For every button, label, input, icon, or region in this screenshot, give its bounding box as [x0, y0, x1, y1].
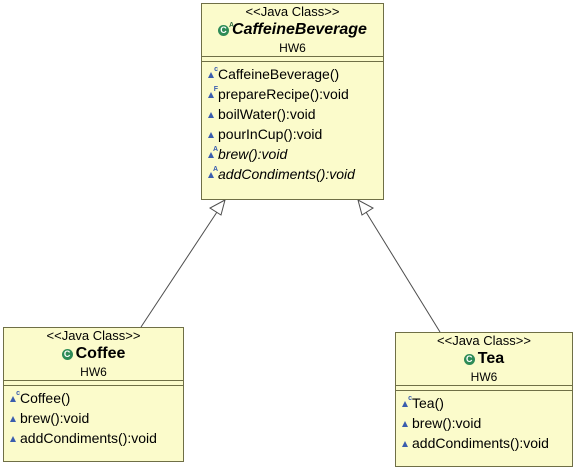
method-icon — [9, 433, 18, 443]
class-name: C Tea — [396, 349, 572, 369]
class-header: <<Java Class>> C Tea HW6 — [396, 333, 572, 385]
operation-add-condiments[interactable]: A addCondiments():void — [202, 164, 383, 184]
operation-prepare-recipe[interactable]: F prepareRecipe():void — [202, 84, 383, 104]
coffee-generalization-arrow — [209, 199, 226, 216]
class-name-text: Tea — [477, 350, 505, 367]
operations-compartment: c CaffeineBeverage() F prepareRecipe():v… — [202, 61, 383, 184]
method-icon — [207, 129, 216, 139]
package-label: HW6 — [279, 41, 306, 55]
class-icon: C — [61, 348, 73, 360]
operation-constructor[interactable]: c Coffee() — [4, 388, 183, 408]
method-icon: A — [207, 146, 218, 159]
method-icon: c — [207, 66, 218, 79]
class-tea[interactable]: <<Java Class>> C Tea HW6 c Tea() brew():… — [395, 332, 573, 467]
class-name-text: Coffee — [75, 345, 126, 362]
method-icon — [401, 418, 410, 428]
operation-add-condiments[interactable]: addCondiments():void — [4, 428, 183, 448]
attributes-compartment — [202, 56, 383, 61]
package-label: HW6 — [470, 370, 498, 384]
operations-compartment: c Coffee() brew():void addCondiments():v… — [4, 385, 183, 448]
operations-compartment: c Tea() brew():void addCondiments():void — [396, 390, 572, 453]
class-icon: C — [463, 353, 475, 365]
operation-pour-in-cup[interactable]: pourInCup():void — [202, 124, 383, 144]
operation-brew[interactable]: brew():void — [396, 413, 572, 433]
attributes-compartment — [396, 385, 572, 390]
class-name: C Coffee — [4, 344, 183, 364]
tea-to-caffeine-edge — [365, 211, 441, 333]
attributes-compartment — [4, 380, 183, 385]
stereotype-label: <<Java Class>> — [245, 4, 340, 19]
coffee-to-caffeine-edge — [140, 211, 218, 328]
operation-constructor[interactable]: c CaffeineBeverage() — [202, 64, 383, 84]
method-icon — [9, 413, 18, 423]
operation-brew[interactable]: A brew():void — [202, 144, 383, 164]
class-header: <<Java Class>> C Coffee HW6 — [4, 328, 183, 380]
operation-boil-water[interactable]: boilWater():void — [202, 104, 383, 124]
package-label: HW6 — [80, 365, 107, 379]
operation-add-condiments[interactable]: addCondiments():void — [396, 433, 572, 453]
method-icon: F — [207, 86, 218, 99]
method-icon: c — [401, 395, 412, 408]
class-name-text: CaffeineBeverage — [232, 21, 367, 38]
stereotype-label: <<Java Class>> — [46, 328, 141, 343]
method-icon — [401, 438, 410, 448]
operation-constructor[interactable]: c Tea() — [396, 393, 572, 413]
method-icon — [207, 109, 216, 119]
method-icon: A — [207, 166, 218, 179]
stereotype-label: <<Java Class>> — [437, 333, 531, 348]
tea-generalization-arrow — [357, 199, 374, 216]
method-icon: c — [9, 390, 20, 403]
class-coffee[interactable]: <<Java Class>> C Coffee HW6 c Coffee() b… — [3, 327, 184, 462]
operation-brew[interactable]: brew():void — [4, 408, 183, 428]
